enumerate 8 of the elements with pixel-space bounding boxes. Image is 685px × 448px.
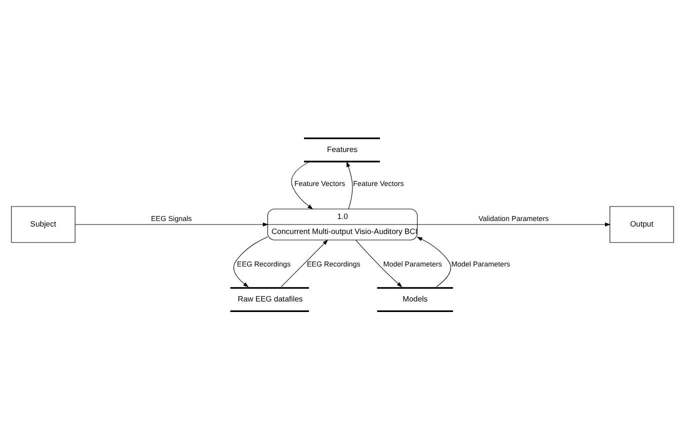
arrow [74, 222, 268, 226]
arrow [280, 239, 328, 287]
arrow [234, 236, 268, 287]
arrow [346, 160, 353, 209]
arrow [291, 161, 314, 209]
arrow [417, 222, 611, 226]
arrow [416, 236, 451, 287]
arrow [355, 239, 402, 287]
